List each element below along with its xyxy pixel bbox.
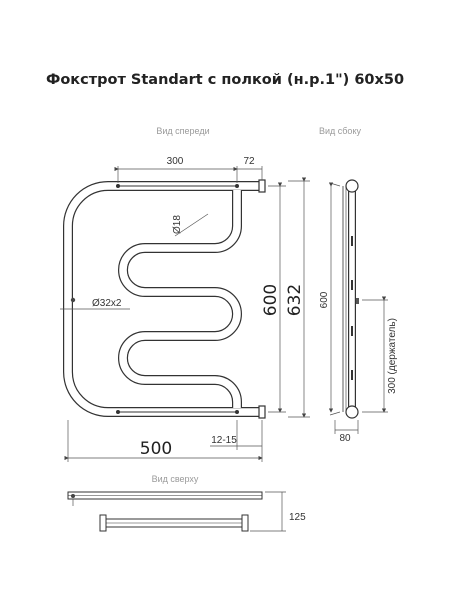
dim-diam-32x2: Ø32х2 xyxy=(92,298,122,309)
dim-632-height: 632 xyxy=(285,284,305,316)
side-view xyxy=(329,179,359,419)
dim-300-top: 300 xyxy=(167,156,184,167)
top-view xyxy=(67,491,263,532)
dim-12-15: 12-15 xyxy=(211,435,237,446)
dim-600-height: 600 xyxy=(261,284,281,316)
dim-72: 72 xyxy=(243,156,255,167)
dim-80: 80 xyxy=(339,433,351,444)
dim-500-width: 500 xyxy=(140,439,172,459)
dim-diam-18: Ø18 xyxy=(172,215,183,234)
front-dimensions: 300 72 Ø18 Ø32х2 600 632 500 12-15 xyxy=(60,156,310,462)
product-title: Фокстрот Standart с полкой (н.р.1") 60х5… xyxy=(45,72,405,88)
dim-300-holder: 300 (держатель) xyxy=(387,318,398,394)
dim-125: 125 xyxy=(289,512,306,523)
front-view-label: Вид спереди xyxy=(156,126,209,136)
top-view-label: Вид сверху xyxy=(152,474,199,484)
front-view xyxy=(63,179,266,419)
top-dimensions: 125 xyxy=(250,491,306,532)
side-view-label: Вид сбоку xyxy=(319,126,361,136)
side-dimensions: 600 300 (держатель) 80 xyxy=(319,182,398,444)
dim-600-side: 600 xyxy=(319,291,330,308)
